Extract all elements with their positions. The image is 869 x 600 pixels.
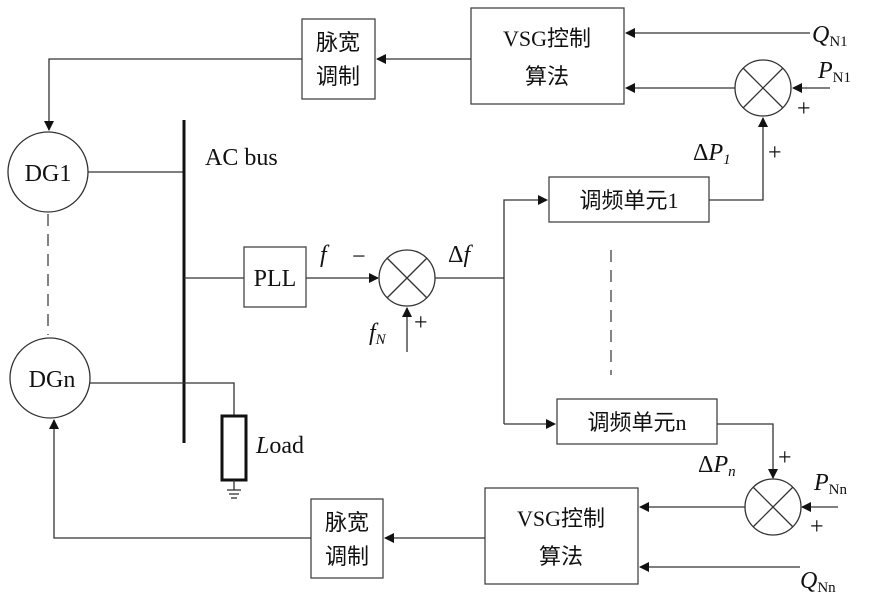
frequency-unit-n-label: 调频单元n <box>587 410 686 435</box>
pwm-to-dgn-arrow <box>49 419 311 539</box>
pwm-block-bottom: 脉宽 调制 <box>310 498 384 579</box>
pwm-top-label-2: 调制 <box>316 64 360 89</box>
plus-sign-dpn: + <box>778 445 792 471</box>
dgn-source: DGn <box>9 337 91 419</box>
vsg-top-label-2: 算法 <box>525 64 569 89</box>
delta-f-label: Δf <box>448 242 473 268</box>
vsg-block-bottom: VSG控制 算法 <box>484 487 639 585</box>
dgn-label: DGn <box>29 367 76 393</box>
frequency-unit-n-block: 调频单元n <box>556 398 718 445</box>
minus-sign: − <box>352 244 366 270</box>
pwm-to-dg1-arrow <box>44 58 302 131</box>
vsg-bottom-label-2: 算法 <box>539 544 583 569</box>
frequency-unit-1-label: 调频单元1 <box>579 188 678 213</box>
f-label: f <box>320 242 330 268</box>
vsg-top-label-1: VSG控制 <box>503 26 591 51</box>
dp1-arrow <box>709 117 768 201</box>
delta-f-to-unit1-arrow <box>503 195 548 424</box>
pwm-block-top: 脉宽 调制 <box>301 18 376 100</box>
frequency-unit-1-block: 调频单元1 <box>548 176 710 223</box>
ac-bus-label: AC bus <box>205 145 278 171</box>
pll-block: PLL <box>243 246 307 308</box>
dg1-source: DG1 <box>7 131 89 213</box>
load <box>220 414 248 499</box>
dpn-label: ΔPn <box>698 452 736 480</box>
q-nn-label: QNn <box>800 568 836 596</box>
vsg-block-top: VSG控制 算法 <box>470 7 625 105</box>
plus-sign-fn: + <box>414 310 428 336</box>
q-n1-label: QN1 <box>812 22 848 50</box>
dg1-label: DG1 <box>25 161 72 187</box>
vsg-bottom-label-1: VSG控制 <box>517 506 605 531</box>
p-nn-label: PNn <box>813 470 848 498</box>
pwm-bottom-label-2: 调制 <box>325 544 369 569</box>
load-label: Load <box>255 433 304 459</box>
dp1-label: ΔP1 <box>693 140 731 168</box>
pll-label: PLL <box>254 266 297 292</box>
dpn-arrow <box>717 423 778 479</box>
plus-sign-pn1: + <box>797 96 811 122</box>
summing-junction-bottom <box>744 478 802 536</box>
p-n1-label: PN1 <box>817 58 851 86</box>
plus-sign-pnn: + <box>810 514 824 540</box>
pwm-bottom-label-1: 脉宽 <box>325 510 369 535</box>
fn-label: fN <box>369 320 387 348</box>
pwm-top-label-1: 脉宽 <box>316 30 360 55</box>
summing-junction-top <box>734 59 792 117</box>
summing-junction-frequency <box>378 249 436 307</box>
plus-sign-dp1: + <box>768 140 782 166</box>
dgn-bus-load-line <box>90 382 235 416</box>
